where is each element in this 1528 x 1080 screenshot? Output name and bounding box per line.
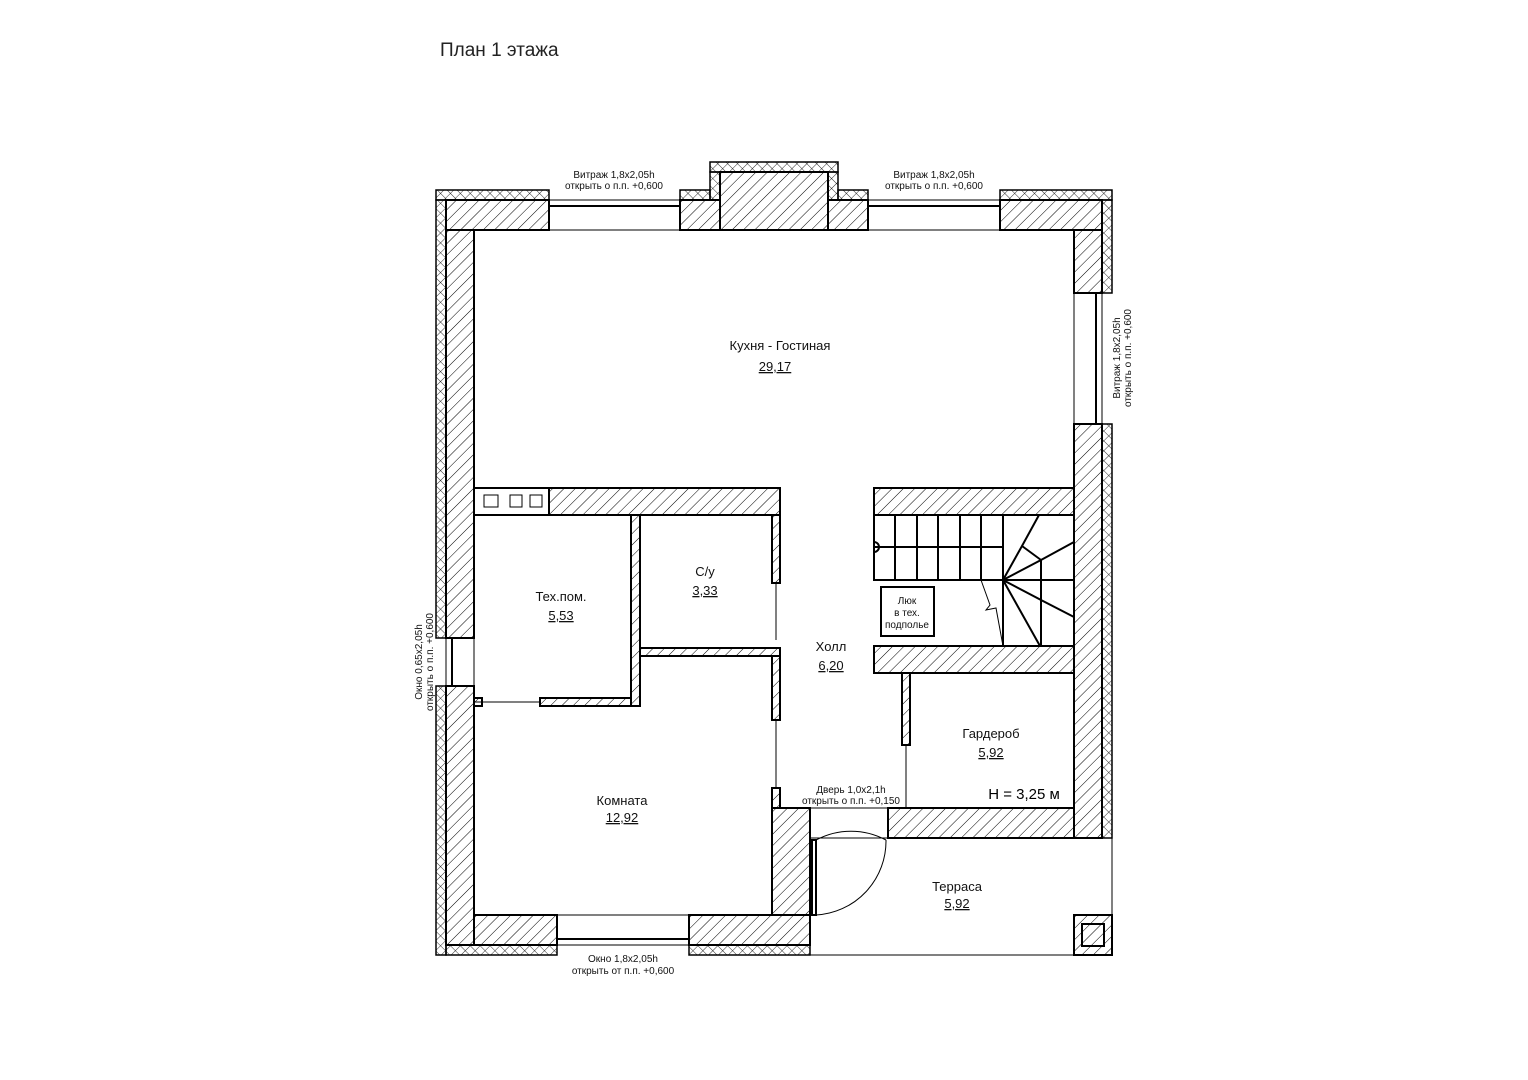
- plan-title: План 1 этажа: [440, 40, 559, 61]
- staircase: [873, 514, 1075, 647]
- room-area-wc: 3,33: [692, 583, 717, 598]
- room-area-terrace: 5,92: [944, 896, 969, 911]
- exterior-walls: [435, 161, 1113, 956]
- room-area-kitchen: 29,17: [759, 359, 792, 374]
- window-right-label-2: открыть о п.п. +0,600: [1123, 309, 1134, 407]
- room-labels: Кухня - Гостиная 29,17 Тех.пом. 5,53 С/у…: [535, 338, 1059, 911]
- room-name-tech: Тех.пом.: [535, 589, 586, 604]
- window-top-right-label-2: открыть о п.п. +0,600: [885, 181, 983, 192]
- room-area-tech: 5,53: [548, 608, 573, 623]
- window-left-label-2: открыть о п.п. +0,600: [425, 613, 436, 711]
- interior-walls: [473, 487, 1075, 809]
- entry-door: [810, 807, 888, 916]
- windows: [445, 199, 1103, 946]
- room-name-wc: С/у: [695, 564, 715, 579]
- ceiling-height: H = 3,25 м: [988, 786, 1060, 803]
- room-name-wardrobe: Гардероб: [962, 726, 1019, 741]
- window-top-left-label-1: Витраж 1,8х2,05h: [573, 170, 654, 181]
- window-left-label-1: Окно 0,65х2,05h: [414, 624, 425, 700]
- window-bottom-label-1: Окно 1,8х2,05h: [588, 954, 658, 965]
- window-bottom-label-2: открыть от п.п. +0,600: [572, 966, 675, 977]
- hatch-label-3: подполье: [885, 620, 929, 631]
- room-name-room: Комната: [597, 793, 649, 808]
- room-area-wardrobe: 5,92: [978, 745, 1003, 760]
- room-name-hall: Холл: [816, 639, 847, 654]
- window-right-label-1: Витраж 1,8х2,05h: [1112, 317, 1123, 398]
- room-area-hall: 6,20: [818, 658, 843, 673]
- room-name-kitchen: Кухня - Гостиная: [730, 338, 831, 353]
- door-label-1: Дверь 1,0х2,1h: [816, 785, 885, 796]
- hatch-label-1: Люк: [898, 596, 917, 607]
- hatch-label-2: в тех.: [894, 608, 920, 619]
- room-area-room: 12,92: [606, 810, 639, 825]
- door-label-2: открыть о п.п. +0,150: [802, 796, 900, 807]
- room-name-terrace: Терраса: [932, 879, 983, 894]
- opening-labels: Витраж 1,8х2,05h открыть о п.п. +0,600 В…: [414, 170, 1134, 977]
- terrace: [810, 837, 1113, 956]
- floor-hatch: Люк в тех. подполье: [880, 586, 935, 637]
- window-top-right-label-1: Витраж 1,8х2,05h: [893, 170, 974, 181]
- window-top-left-label-2: открыть о п.п. +0,600: [565, 181, 663, 192]
